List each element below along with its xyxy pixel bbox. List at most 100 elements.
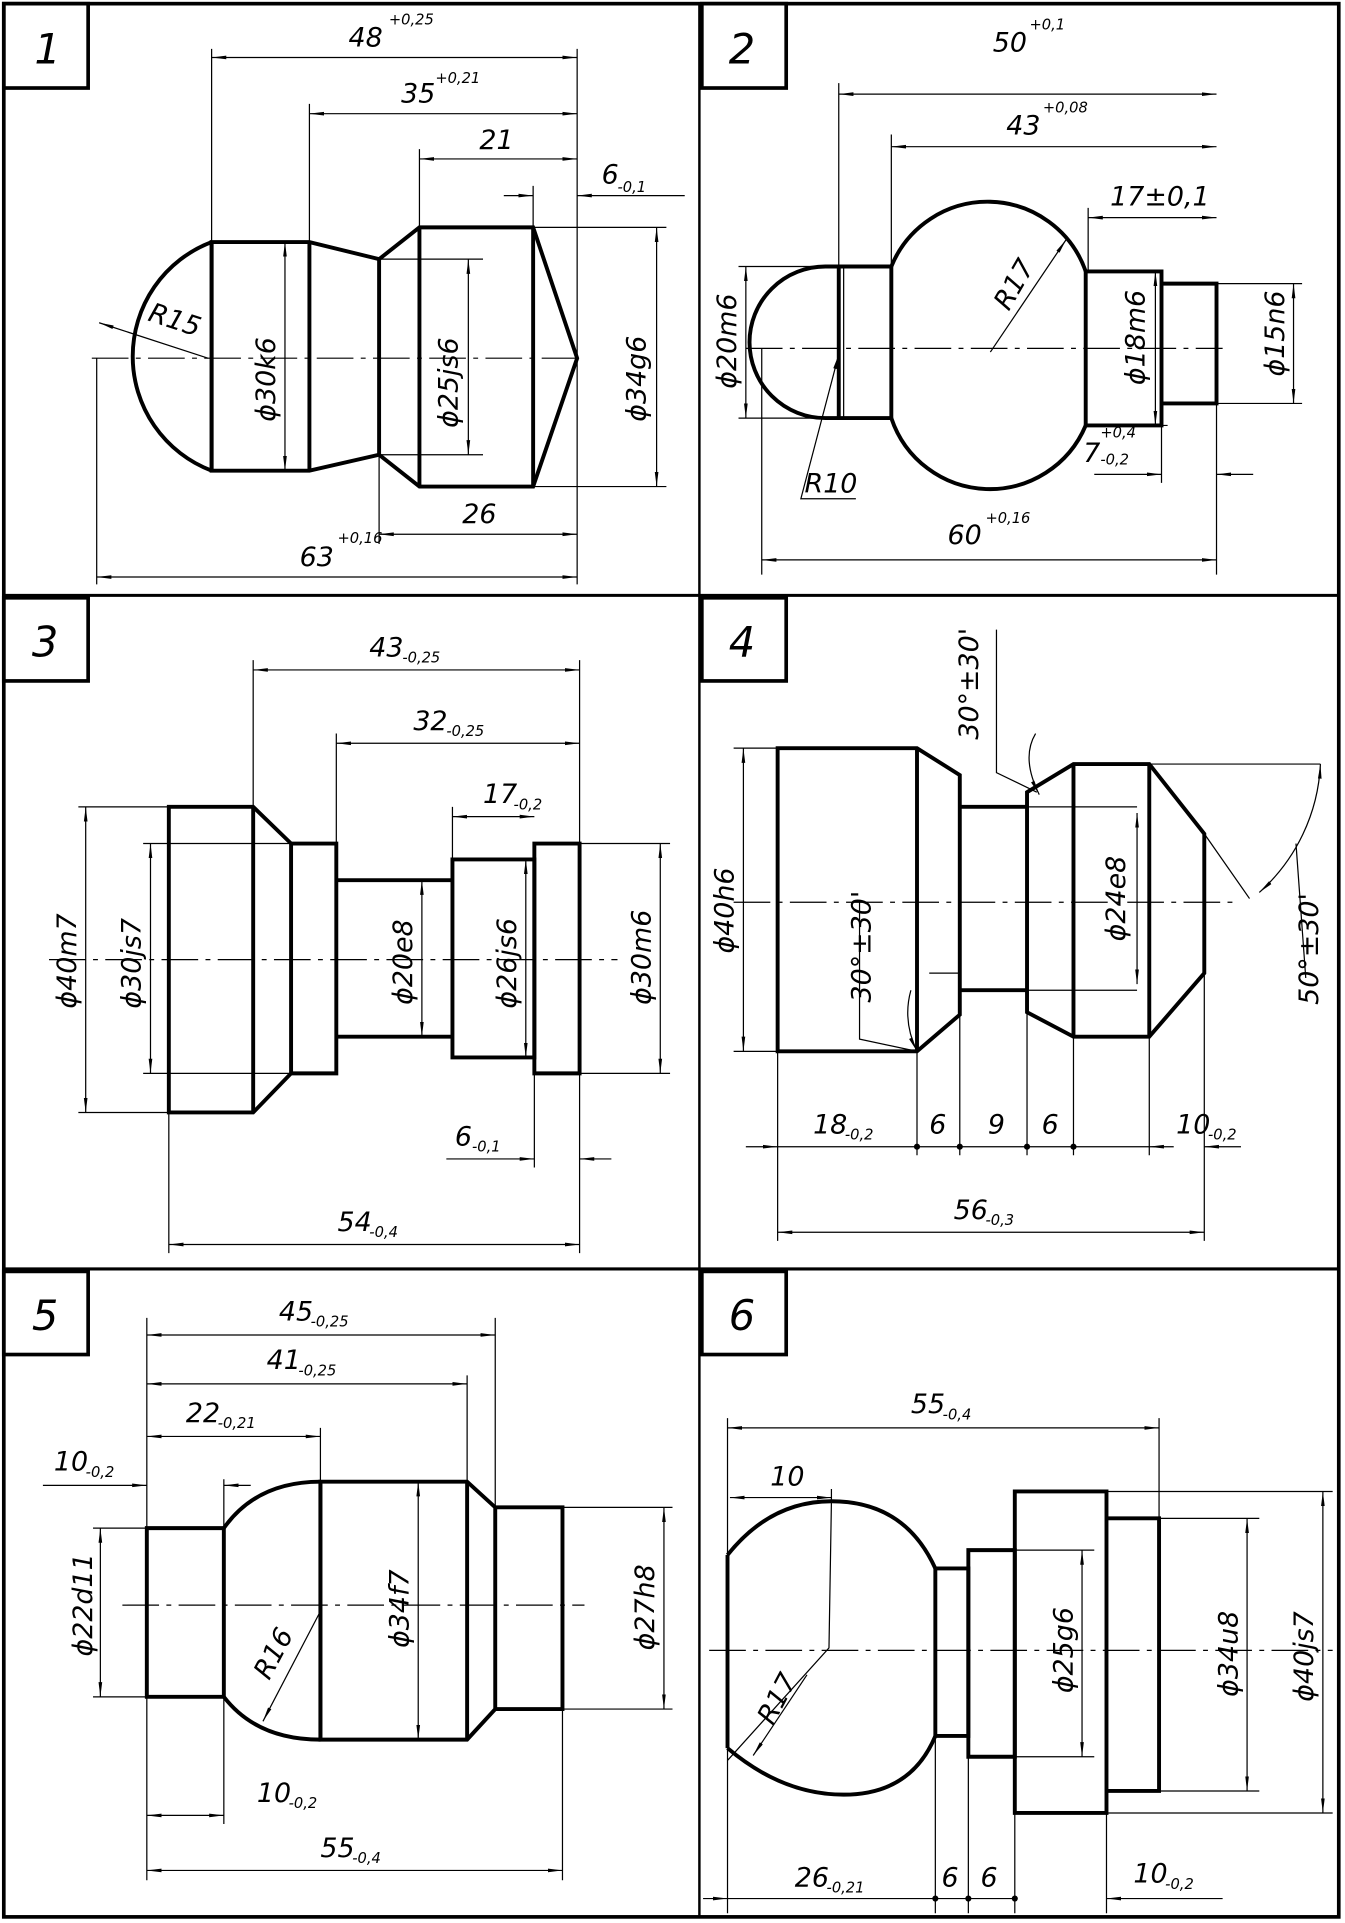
dim-48: 48: [349, 22, 383, 53]
panel-number: 3: [32, 617, 58, 666]
dim-7-upper-tolerance: +0,4: [1100, 425, 1136, 442]
panel-number: 5: [32, 1291, 58, 1340]
dim-50: 50: [993, 27, 1027, 58]
dim-10-top-tolerance: -0,2: [86, 1464, 115, 1481]
panel-number-box: 6: [700, 1269, 789, 1357]
dim-41: 41: [267, 1345, 301, 1376]
dim-32-tolerance: -0,25: [446, 723, 484, 740]
dim-17-tolerance: -0,2: [514, 796, 543, 813]
dim-54-tolerance: -0,4: [369, 1224, 398, 1241]
panel-2: 2 50 +0,1 43 +0,08 17±0,1 ϕ20m6 ϕ18m6 ϕ1…: [700, 1, 1303, 575]
dim-7-lower-tolerance: -0,2: [1100, 452, 1129, 469]
dia-40h6: ϕ40h6: [710, 867, 741, 953]
dim-26-tolerance: -0,21: [827, 1879, 865, 1896]
dia-15n6: ϕ15n6: [1260, 290, 1291, 376]
dim-45: 45: [279, 1296, 313, 1327]
dim-10-top: 10: [54, 1447, 88, 1478]
panel-6: 6 55 -0,4 10 R17 ϕ25g6 ϕ34u8 ϕ40js7 26 -…: [700, 1269, 1333, 1914]
dimensions: 55 -0,4 10 R17 ϕ25g6 ϕ34u8 ϕ40js7 26 -0,…: [703, 1389, 1333, 1914]
dim-50-tolerance: +0,1: [1029, 16, 1065, 33]
dim-22-tolerance: -0,21: [218, 1415, 256, 1432]
dim-18-tolerance: -0,2: [845, 1126, 874, 1143]
dim-26: 26: [462, 499, 496, 530]
dim-43-tolerance: +0,08: [1043, 99, 1088, 116]
dim-55-tolerance: -0,4: [943, 1406, 972, 1423]
dia-34f7: ϕ34f7: [384, 1569, 415, 1648]
dim-10: 10: [1176, 1109, 1210, 1140]
dim-6-tolerance: -0,1: [472, 1139, 501, 1156]
dia-27h8: ϕ27h8: [630, 1564, 661, 1650]
dim-6: 6: [602, 159, 619, 190]
dim-10-bottom: 10: [257, 1778, 291, 1809]
panel-number-box: 3: [1, 595, 90, 683]
dim-6-first: 6: [941, 1862, 958, 1893]
panel-number: 4: [729, 617, 755, 666]
part-outline: [130, 225, 580, 489]
panel-3: 3 43 -0,25 32 -0,25 17 -0,2 ϕ40m7 ϕ30js7…: [1, 595, 671, 1254]
dim-60-tolerance: +0,16: [985, 510, 1030, 527]
panel-number: 6: [729, 1291, 755, 1340]
dimensions: 30°±30' 30°±30' 50°±30' ϕ40h6 ϕ24e8 18 -…: [710, 628, 1325, 1241]
dim-56: 56: [954, 1195, 988, 1226]
dim-60: 60: [948, 520, 982, 551]
part-outline: [775, 746, 1207, 1054]
dia-20m6: ϕ20m6: [712, 294, 743, 389]
dia-18m6: ϕ18m6: [1120, 290, 1151, 385]
part-outline: [144, 1479, 565, 1742]
dia-34u8: ϕ34u8: [1213, 1611, 1244, 1697]
dia-22d11: ϕ22d11: [68, 1553, 99, 1656]
dim-43: 43: [1006, 110, 1040, 141]
panel-1: 1 48 +0,25 35 +0,21 21 6 -0,1 ϕ30k6 ϕ25j…: [1, 1, 685, 585]
dim-6-first: 6: [929, 1109, 946, 1140]
dim-6-tolerance: -0,1: [617, 179, 646, 196]
dim-10-bottom-tolerance: -0,2: [289, 1795, 318, 1812]
dim-55: 55: [911, 1389, 945, 1420]
radius-17: R17: [752, 1668, 804, 1729]
panel-5: 5 45 -0,25 41 -0,25 22 -0,21 10 -0,2 ϕ22…: [1, 1269, 673, 1881]
dim-48-tolerance: +0,25: [389, 11, 434, 28]
dim-41-tolerance: -0,25: [298, 1362, 336, 1379]
dia-40js7: ϕ40js7: [1289, 1611, 1320, 1702]
part-outline: [725, 1489, 1162, 1815]
dimensions: 45 -0,25 41 -0,25 22 -0,21 10 -0,2 ϕ22d1…: [42, 1296, 673, 1881]
panel-number-box: 1: [1, 1, 90, 90]
panel-4: 4 30°±30' 30°±30' 50°±30' ϕ40h6 ϕ24e8 18…: [700, 595, 1325, 1241]
dim-10-top: 10: [770, 1461, 804, 1492]
dim-63: 63: [300, 542, 334, 573]
dim-9: 9: [988, 1109, 1005, 1140]
dim-22: 22: [186, 1398, 220, 1429]
dia-30k6: ϕ30k6: [251, 337, 282, 422]
panel-number: 2: [729, 25, 755, 74]
dim-10-bottom: 10: [1133, 1859, 1167, 1890]
dia-24e8: ϕ24e8: [1101, 856, 1132, 942]
dim-6-second: 6: [981, 1862, 998, 1893]
radius-15: R15: [145, 297, 205, 343]
dia-40m7: ϕ40m7: [52, 913, 83, 1008]
dim-26: 26: [795, 1862, 829, 1893]
dim-54: 54: [338, 1207, 372, 1238]
panel-number-box: 5: [1, 1269, 90, 1357]
dim-6: 6: [455, 1121, 472, 1152]
radius-16: R16: [248, 1623, 300, 1684]
dim-35: 35: [401, 79, 435, 110]
dim-7: 7: [1083, 438, 1100, 469]
dim-17: 17: [483, 779, 517, 810]
radius-17: R17: [988, 254, 1041, 315]
dim-35-tolerance: +0,21: [435, 70, 480, 87]
dia-30m6: ϕ30m6: [626, 910, 657, 1005]
dim-10-bottom-tolerance: -0,2: [1165, 1876, 1194, 1893]
dia-20e8: ϕ20e8: [388, 919, 419, 1005]
dim-17: 17±0,1: [1110, 181, 1209, 212]
dim-45-tolerance: -0,25: [311, 1313, 349, 1330]
dim-18: 18: [813, 1109, 847, 1140]
dimensions: 50 +0,1 43 +0,08 17±0,1 ϕ20m6 ϕ18m6 ϕ15n…: [712, 16, 1303, 575]
dia-30js7: ϕ30js7: [117, 918, 148, 1008]
dimensions: 48 +0,25 35 +0,21 21 6 -0,1 ϕ30k6 ϕ25js6…: [96, 11, 685, 585]
dia-25g6: ϕ25g6: [1048, 1607, 1079, 1693]
dim-55: 55: [320, 1833, 354, 1864]
panel-number-box: 4: [700, 595, 789, 683]
dimensions: 43 -0,25 32 -0,25 17 -0,2 ϕ40m7 ϕ30js7 ϕ…: [52, 632, 671, 1254]
radius-10: R10: [805, 469, 858, 500]
